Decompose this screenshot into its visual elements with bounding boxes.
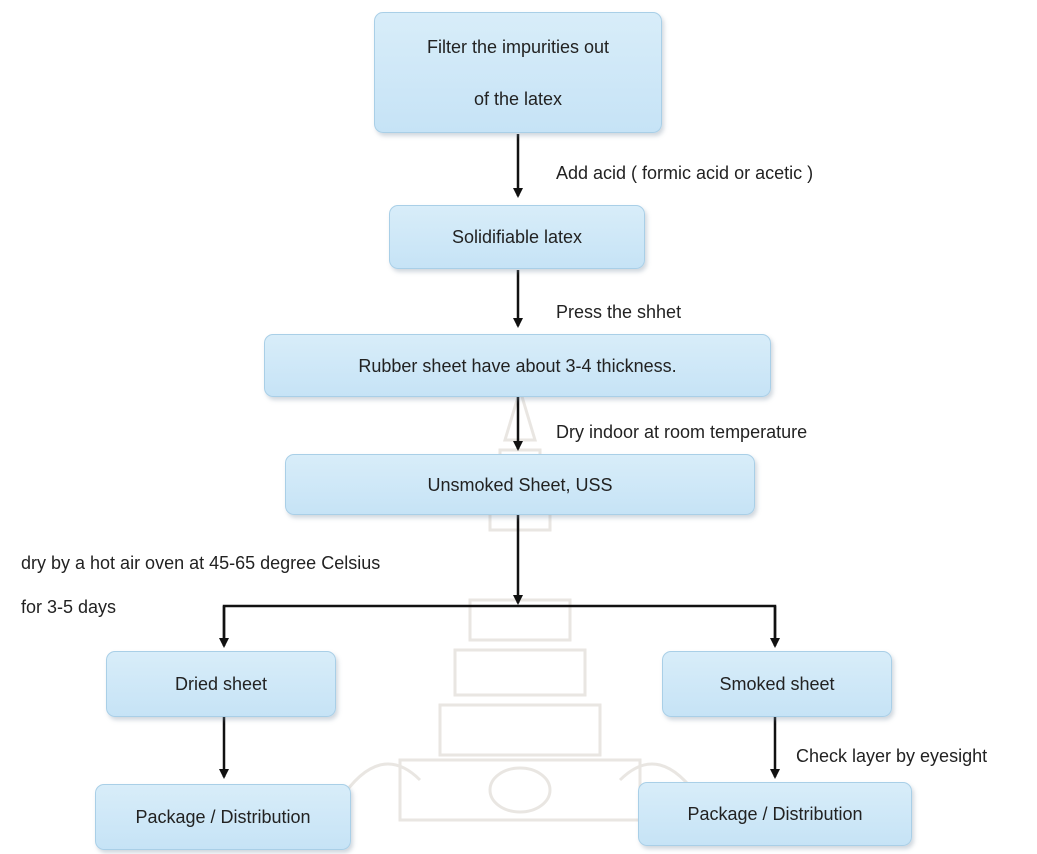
edge-label-add-acid: Add acid ( formic acid or acetic ): [556, 163, 814, 183]
node-rubber-sheet: Rubber sheet have about 3-4 thickness.: [264, 334, 771, 397]
node-package-left: Package / Distribution: [95, 784, 351, 850]
node-package-left-text: Package / Distribution: [135, 807, 311, 827]
edge-label-hot-air-2: for 3-5 days: [21, 597, 117, 617]
edge-split-bar: [222, 604, 777, 640]
node-unsmoked-text: Unsmoked Sheet, USS: [427, 474, 613, 495]
node-package-right-text: Package / Distribution: [687, 804, 863, 824]
node-smoked-text: Smoked sheet: [719, 674, 835, 694]
node-filter-text: Filter the impurities out of the latex: [426, 36, 610, 109]
edge-label-check-layer: Check layer by eyesight: [796, 746, 988, 766]
node-solidifiable-latex: Solidifiable latex: [389, 205, 645, 269]
node-smoked-sheet: Smoked sheet: [662, 651, 892, 717]
node-unsmoked-sheet: Unsmoked Sheet, USS: [285, 454, 755, 515]
node-dried-text: Dried sheet: [174, 674, 268, 694]
node-solidifiable-text: Solidifiable latex: [451, 227, 583, 247]
edge-label-dry-indoor: Dry indoor at room temperature: [556, 422, 808, 442]
edge-label-press: Press the shhet: [556, 302, 682, 322]
node-rubber-sheet-text: Rubber sheet have about 3-4 thickness.: [358, 355, 677, 376]
node-package-right: Package / Distribution: [638, 782, 912, 846]
node-dried-sheet: Dried sheet: [106, 651, 336, 717]
node-filter-impurities: Filter the impurities out of the latex: [374, 12, 662, 133]
edge-label-hot-air-1: dry by a hot air oven at 45-65 degree Ce…: [21, 553, 381, 573]
